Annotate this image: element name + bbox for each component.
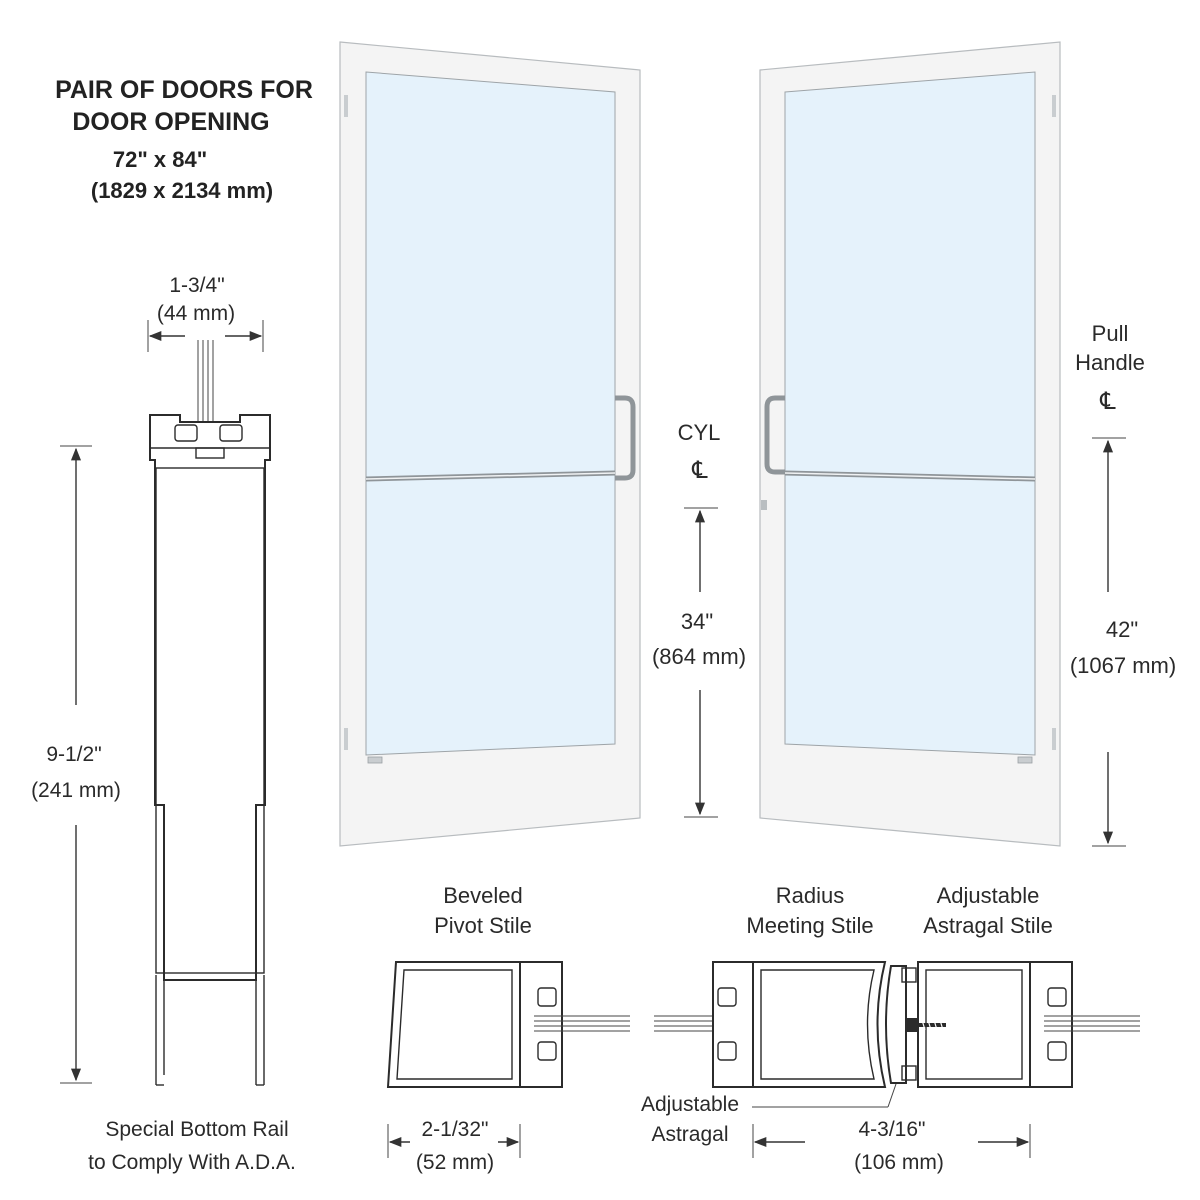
pivot-stile-label-line-1: Beveled: [443, 883, 523, 908]
radius-stile-label-line-2: Meeting Stile: [746, 913, 873, 938]
right-door-cylinder-lock: [761, 500, 767, 510]
astragal-callout-line-2: Astragal: [651, 1123, 728, 1146]
header-line-2: DOOR OPENING: [72, 108, 269, 136]
radius-stile-label-line-1: Radius: [776, 883, 844, 908]
astragal-clip-bottom: [901, 1065, 917, 1081]
radius-stile-bead-top: [717, 987, 737, 1007]
pull-handle-label-line-1: Pull: [1092, 321, 1129, 346]
meeting-width-metric: (106 mm): [854, 1151, 944, 1174]
pull-handle-dimension: Pull Handle ℄ 42" (1067 mm): [1070, 321, 1176, 847]
radius-stile-outline: [752, 961, 887, 1088]
radius-stile-glazing-pocket: [712, 961, 754, 1088]
cylinder-dimension: CYL ℄ 34" (864 mm): [652, 420, 746, 818]
meeting-stile-sections: Radius Meeting Stile Adjustable Astragal…: [641, 883, 1140, 1174]
left-door-pivot-bottom: [344, 728, 348, 750]
pivot-stile-label-line-2: Pivot Stile: [434, 913, 532, 938]
rail-glazing-bead-left: [174, 424, 198, 442]
rail-width-imperial: 1-3/4": [169, 274, 224, 297]
rail-glazing-bead-right: [219, 424, 243, 442]
header-size-metric: (1829 x 2134 mm): [91, 178, 273, 203]
cylinder-height-imperial: 34": [681, 609, 713, 634]
pull-handle-height-metric: (1067 mm): [1070, 653, 1176, 678]
rail-profile-outline: [149, 414, 271, 981]
left-door: [339, 41, 641, 847]
astragal-stile-bead-bottom: [1047, 1041, 1067, 1061]
rail-height-imperial: 9-1/2": [46, 743, 101, 766]
meeting-width-imperial: 4-3/16": [859, 1118, 926, 1141]
left-door-glass: [365, 71, 616, 756]
rail-caption-line-1: Special Bottom Rail: [105, 1118, 288, 1141]
right-door-pivot-top: [1052, 95, 1056, 117]
beveled-pivot-stile-section: Beveled Pivot Stile 2-1/32" (52 mm): [386, 883, 630, 1174]
pivot-stile-glass-lines: [534, 1015, 630, 1032]
astragal-stile-label-line-1: Adjustable: [937, 883, 1040, 908]
pivot-stile-outline: [386, 961, 521, 1088]
astragal-stile-glazing-pocket: [1029, 961, 1073, 1088]
pivot-width-metric: (52 mm): [416, 1151, 494, 1174]
pivot-stile-glazing-pocket: [519, 961, 563, 1088]
rail-profile-inner: [155, 467, 265, 974]
rail-caption-line-2: to Comply With A.D.A.: [88, 1151, 296, 1174]
left-door-pull-handle: [615, 395, 636, 481]
rail-height-metric: (241 mm): [31, 779, 121, 802]
astragal-callout-line-1: Adjustable: [641, 1093, 739, 1116]
left-door-pivot-top: [344, 95, 348, 117]
right-door: [759, 41, 1061, 847]
pivot-stile-bead-bottom: [537, 1041, 557, 1061]
adjustable-astragal-shape: [885, 965, 907, 1084]
meeting-glass-lines-right: [1044, 1015, 1140, 1032]
astragal-callout-leader-tip: [887, 1083, 897, 1108]
astragal-stile-label-line-2: Astragal Stile: [923, 913, 1053, 938]
astragal-stile-bead-top: [1047, 987, 1067, 1007]
pull-handle-height-imperial: 42": [1106, 617, 1138, 642]
pull-handle-label-line-2: Handle: [1075, 350, 1145, 375]
astragal-clip-top: [901, 967, 917, 983]
pivot-stile-inner: [396, 969, 513, 1080]
cylinder-label: CYL: [678, 420, 721, 445]
pivot-width-imperial: 2-1/32": [422, 1118, 489, 1141]
cylinder-centerline-symbol: ℄: [691, 456, 708, 484]
pivot-stile-bead-top: [537, 987, 557, 1007]
rail-width-metric: (44 mm): [157, 302, 235, 325]
header-size-imperial: 72" x 84": [113, 147, 207, 172]
bottom-rail-section: 1-3/4" (44 mm) 9-1/2" (241 mm): [31, 274, 296, 1174]
cylinder-height-metric: (864 mm): [652, 644, 746, 669]
right-door-bottom-clip: [1017, 756, 1033, 764]
right-door-pull-handle: [764, 395, 785, 475]
radius-stile-bead-bottom: [717, 1041, 737, 1061]
pull-handle-centerline-symbol: ℄: [1099, 387, 1116, 415]
right-door-glass: [784, 71, 1036, 756]
header-block: PAIR OF DOORS FOR DOOR OPENING 72" x 84"…: [55, 76, 313, 203]
header-line-1: PAIR OF DOORS FOR: [55, 76, 313, 104]
left-door-bottom-clip: [367, 756, 383, 764]
radius-stile-inner: [760, 969, 875, 1080]
right-door-pivot-bottom: [1052, 728, 1056, 750]
astragal-adjusting-screw-icon: [906, 1018, 946, 1032]
rail-glazing-pocket: [195, 447, 225, 459]
